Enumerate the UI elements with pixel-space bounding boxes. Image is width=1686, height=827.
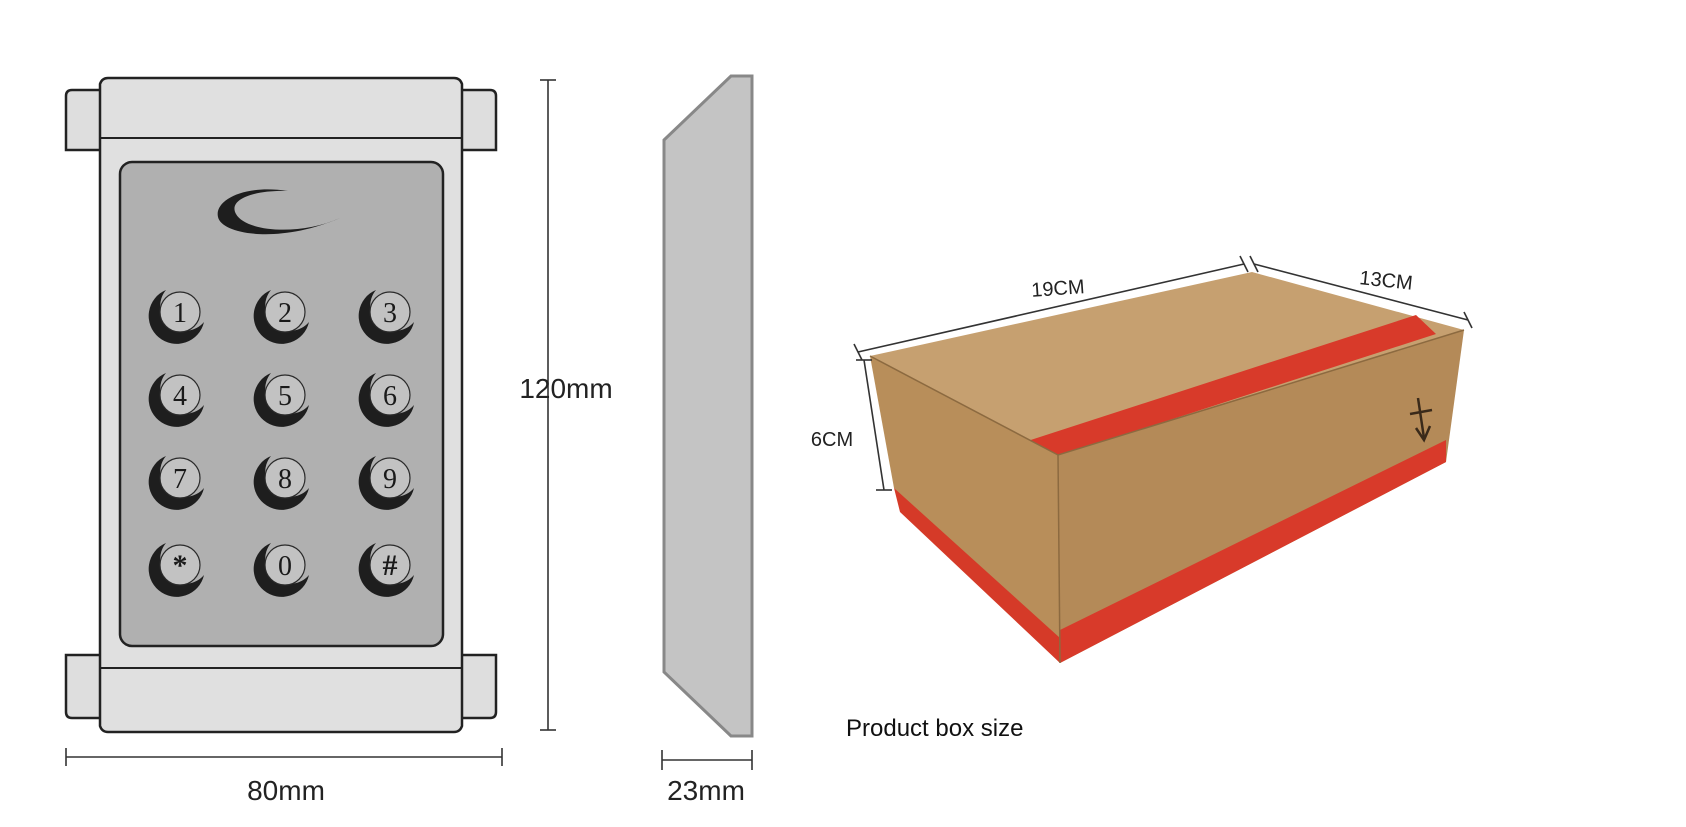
box-vertical-edge (1057, 454, 1061, 664)
key-crescent-icon (253, 290, 309, 344)
keypad-key[interactable]: 0 (253, 543, 309, 597)
keypad-corner-bottom-left (64, 653, 106, 720)
key-face (264, 291, 306, 333)
key-crescent-icon (148, 543, 204, 597)
key-label: 0 (278, 551, 292, 582)
keypad-side-profile (662, 74, 754, 738)
box-top-tape (1000, 315, 1436, 469)
keypad-key[interactable]: 8 (253, 456, 309, 510)
box-height-dimension: 6CM (811, 359, 892, 491)
box-front-tape (1060, 440, 1446, 663)
key-face (159, 544, 201, 586)
box-length-dimension: 19CM (853, 255, 1249, 361)
box-height-label: 6CM (811, 429, 853, 451)
key-label: 3 (383, 298, 397, 329)
box-end-face (870, 356, 1060, 663)
keypad-corner-bottom-right (456, 653, 498, 720)
key-crescent-icon (358, 456, 414, 510)
box-top-face (870, 272, 1464, 455)
product-box (869, 272, 1465, 664)
key-label: 7 (173, 464, 187, 495)
keypad-key[interactable]: 5 (253, 373, 309, 427)
key-face (369, 544, 411, 586)
key-crescent-icon (358, 543, 414, 597)
box-width-label: 13CM (1358, 267, 1413, 294)
key-label: 1 (173, 298, 187, 329)
key-face (159, 457, 201, 499)
keypad-width-label: 80mm (247, 775, 325, 806)
box-width-dimension: 13CM (1249, 255, 1473, 329)
key-label: 9 (383, 464, 397, 495)
box-front-face (1058, 330, 1464, 663)
key-face (264, 374, 306, 416)
keypad-key[interactable]: 6 (358, 373, 414, 427)
key-face (159, 291, 201, 333)
key-face (369, 374, 411, 416)
key-crescent-icon (148, 373, 204, 427)
key-label: 8 (278, 464, 292, 495)
key-face (159, 374, 201, 416)
keypad-side-view (662, 74, 754, 738)
key-crescent-icon (253, 543, 309, 597)
keypad-key[interactable]: # (358, 543, 414, 597)
key-crescent-icon (358, 373, 414, 427)
box-length-label: 19CM (1031, 276, 1086, 302)
keypad-corner-top-left (64, 88, 106, 152)
key-face (369, 291, 411, 333)
key-grid: 1 2 3 4 5 6 7 8 9 * 0 # (148, 290, 414, 597)
key-label: * (173, 549, 188, 582)
key-label: # (383, 549, 398, 582)
keypad-front-view: 1 2 3 4 5 6 7 8 9 * 0 # (64, 76, 498, 734)
box-caption: Product box size (846, 715, 1023, 742)
key-label: 4 (173, 381, 187, 412)
key-label: 2 (278, 298, 292, 329)
key-face (264, 457, 306, 499)
keypad-width-dimension: 80mm (65, 748, 503, 806)
key-crescent-icon (358, 290, 414, 344)
keypad-key[interactable]: 1 (148, 290, 204, 344)
keypad-height-dimension: 120mm (519, 79, 613, 731)
keypad-key[interactable]: 2 (253, 290, 309, 344)
keypad-key[interactable]: 9 (358, 456, 414, 510)
key-crescent-icon (253, 373, 309, 427)
keypad-depth-dimension: 23mm (661, 750, 753, 806)
key-face (264, 544, 306, 586)
key-face (369, 457, 411, 499)
keypad-key[interactable]: 7 (148, 456, 204, 510)
box-end-tape (894, 488, 1060, 663)
key-label: 6 (383, 381, 397, 412)
this-side-up-icon (1409, 397, 1433, 443)
key-crescent-icon (253, 456, 309, 510)
key-label: 5 (278, 381, 292, 412)
keypad-key[interactable]: 4 (148, 373, 204, 427)
key-crescent-icon (148, 290, 204, 344)
keypad-height-label: 120mm (519, 373, 612, 404)
key-crescent-icon (148, 456, 204, 510)
keypad-key[interactable]: * (148, 543, 204, 597)
keypad-depth-label: 23mm (667, 775, 745, 806)
keypad-key[interactable]: 3 (358, 290, 414, 344)
keypad-corner-top-right (456, 88, 498, 152)
